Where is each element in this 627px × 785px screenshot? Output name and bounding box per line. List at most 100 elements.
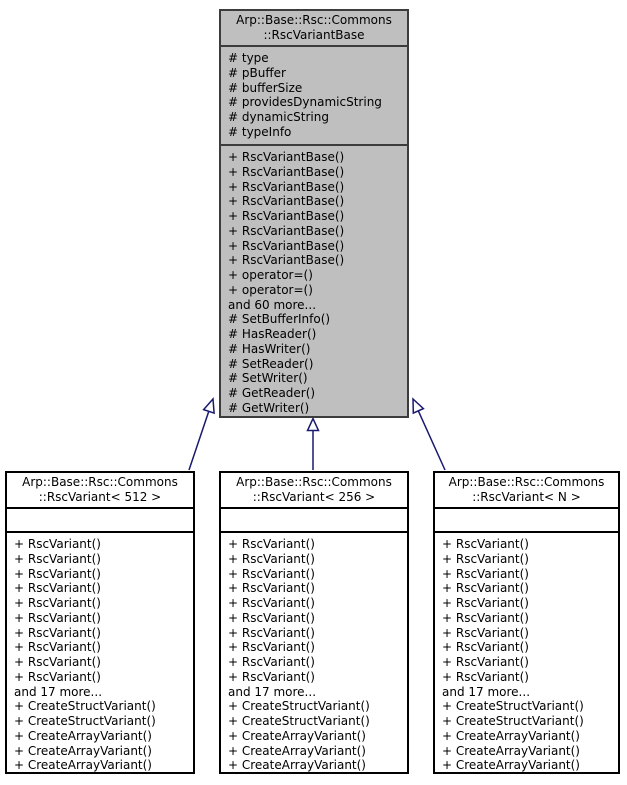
member-line: + RscVariant() — [228, 610, 315, 625]
member-line: # SetReader() — [228, 356, 314, 371]
attributes-section — [7, 507, 193, 531]
member-line: + CreateArrayVariant() — [14, 728, 152, 743]
member-line: + RscVariant() — [14, 625, 101, 640]
member-line: + CreateStructVariant() — [228, 714, 370, 728]
member-line: + RscVariant() — [442, 669, 529, 684]
member-line: + CreateArrayVariant() — [442, 728, 580, 743]
methods-section: + RscVariant()+ RscVariant()+ RscVariant… — [221, 531, 407, 772]
member-line: + RscVariantBase() — [228, 253, 345, 268]
member-line: + RscVariant() — [442, 625, 529, 640]
member-line: + CreateStructVariant() — [442, 714, 584, 728]
member-line: + RscVariant() — [14, 581, 101, 596]
class-title: Arp::Base::Rsc::Commons ::RscVariantBase — [221, 11, 407, 45]
generalization-arrow-left — [188, 397, 215, 471]
member-line: + RscVariant() — [442, 596, 529, 610]
member-line: + RscVariantBase() — [228, 238, 345, 253]
member-line: + RscVariant() — [228, 581, 315, 596]
member-line: + RscVariant() — [442, 551, 529, 566]
member-line: # bufferSize — [228, 80, 303, 95]
methods-section: + RscVariant()+ RscVariant()+ RscVariant… — [7, 531, 193, 772]
member-line: + CreateArrayVariant() — [14, 743, 152, 758]
attributes-section — [435, 507, 618, 531]
class-name-line2: ::RscVariant< 512 > — [38, 490, 162, 504]
class-name-line1: Arp::Base::Rsc::Commons — [448, 475, 605, 489]
member-line: + RscVariant() — [228, 596, 315, 610]
member-line: + RscVariant() — [14, 655, 101, 669]
member-line: + CreateArrayVariant() — [228, 743, 366, 758]
member-line: + RscVariant() — [14, 669, 101, 684]
member-line: + RscVariant() — [228, 625, 315, 640]
member-line: + operator=() — [228, 268, 313, 282]
class-node-rscvariant-n[interactable]: Arp::Base::Rsc::Commons ::RscVariant< N … — [433, 471, 620, 774]
member-line: + RscVariant() — [14, 551, 101, 566]
member-line: + RscVariant() — [442, 640, 529, 655]
member-line: + CreateArrayVariant() — [228, 728, 366, 743]
member-line: # HasReader() — [228, 327, 317, 341]
class-name-line1: Arp::Base::Rsc::Commons — [236, 475, 392, 489]
class-name-line2: ::RscVariantBase — [263, 28, 365, 42]
member-line: + RscVariant() — [228, 640, 315, 655]
member-line: + RscVariant() — [14, 596, 101, 610]
member-line: + operator=() — [228, 282, 313, 297]
member-line: + RscVariant() — [442, 537, 529, 551]
member-line: + RscVariant() — [442, 610, 529, 625]
member-line: and 17 more... — [228, 684, 317, 699]
member-line: # type — [228, 51, 269, 65]
class-name-line2: ::RscVariant< N > — [472, 490, 581, 504]
member-line: # GetWriter() — [228, 400, 310, 415]
member-line: + RscVariant() — [442, 655, 529, 669]
methods-section: + RscVariantBase()+ RscVariantBase()+ Rs… — [221, 144, 407, 416]
member-line: + RscVariant() — [228, 566, 315, 581]
member-line: + RscVariant() — [14, 610, 101, 625]
class-title: Arp::Base::Rsc::Commons ::RscVariant< N … — [435, 473, 618, 507]
member-line: + RscVariant() — [14, 566, 101, 581]
member-line: + RscVariant() — [442, 566, 529, 581]
member-line: + RscVariant() — [228, 655, 315, 669]
member-line: + CreateStructVariant() — [14, 714, 156, 728]
methods-section: + RscVariant()+ RscVariant()+ RscVariant… — [435, 531, 618, 772]
class-name-line1: Arp::Base::Rsc::Commons — [22, 475, 178, 489]
member-line: + CreateArrayVariant() — [14, 758, 152, 772]
member-line: + CreateStructVariant() — [14, 699, 156, 714]
class-node-rscvariant-512[interactable]: Arp::Base::Rsc::Commons ::RscVariant< 51… — [5, 471, 195, 774]
member-line: + RscVariantBase() — [228, 164, 345, 179]
member-line: + RscVariantBase() — [228, 223, 345, 238]
member-line: + CreateArrayVariant() — [228, 758, 366, 772]
member-line: + RscVariantBase() — [228, 194, 345, 209]
member-line: and 60 more... — [228, 297, 317, 312]
member-line: # SetBufferInfo() — [228, 312, 331, 327]
member-line: + CreateArrayVariant() — [442, 758, 580, 772]
generalization-arrow-right — [412, 397, 446, 471]
member-line: # pBuffer — [228, 65, 286, 80]
member-line: + RscVariantBase() — [228, 179, 345, 194]
member-line: + RscVariant() — [228, 551, 315, 566]
class-node-rscvariantbase[interactable]: Arp::Base::Rsc::Commons ::RscVariantBase… — [219, 9, 409, 418]
class-title: Arp::Base::Rsc::Commons ::RscVariant< 25… — [221, 473, 407, 507]
member-line: # typeInfo — [228, 124, 292, 139]
member-line: + RscVariant() — [14, 640, 101, 655]
member-line: + CreateStructVariant() — [442, 699, 584, 714]
member-line: # HasWriter() — [228, 341, 311, 356]
attributes-section — [221, 507, 407, 531]
class-name-line1: Arp::Base::Rsc::Commons — [236, 13, 392, 27]
attributes-section: # type# pBuffer# bufferSize# providesDyn… — [221, 45, 407, 144]
member-line: + RscVariant() — [228, 669, 315, 684]
member-line: # GetReader() — [228, 386, 316, 400]
member-line: and 17 more... — [442, 684, 531, 699]
member-line: and 17 more... — [14, 684, 103, 699]
member-line: + RscVariant() — [228, 537, 315, 551]
member-line: + RscVariant() — [442, 581, 529, 596]
member-line: # dynamicString — [228, 110, 329, 124]
member-line: # SetWriter() — [228, 371, 308, 386]
member-line: + RscVariantBase() — [228, 150, 345, 164]
class-name-line2: ::RscVariant< 256 > — [252, 490, 376, 504]
class-node-rscvariant-256[interactable]: Arp::Base::Rsc::Commons ::RscVariant< 25… — [219, 471, 409, 774]
class-title: Arp::Base::Rsc::Commons ::RscVariant< 51… — [7, 473, 193, 507]
generalization-arrow-middle — [306, 416, 320, 470]
member-line: + RscVariant() — [14, 537, 101, 551]
member-line: + RscVariantBase() — [228, 209, 345, 223]
member-line: + CreateArrayVariant() — [442, 743, 580, 758]
member-line: + CreateStructVariant() — [228, 699, 370, 714]
